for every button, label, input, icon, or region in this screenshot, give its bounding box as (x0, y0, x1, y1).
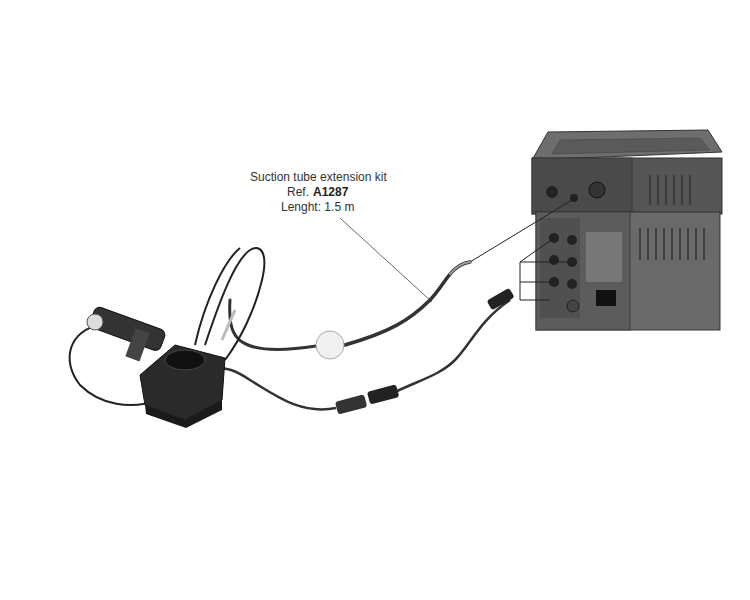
callout-label: Lenght: 1.5 m (281, 200, 354, 214)
filter-ball (316, 331, 344, 359)
connector-bracket (470, 200, 572, 300)
power-cable (215, 288, 515, 415)
callout-line: Lenght: 1.5 m (281, 200, 354, 215)
control-unit-upper (532, 130, 722, 214)
callout-label: Ref. (287, 185, 309, 199)
control-unit-lower (536, 212, 720, 330)
suction-tube (230, 262, 470, 350)
leader-line (340, 218, 432, 302)
callout-label: Suction tube extension kit (250, 170, 387, 184)
callout-line: Ref. A1287 (287, 185, 348, 200)
callout-line: Suction tube extension kit (250, 170, 387, 185)
handpiece-stand (87, 306, 225, 428)
reference-number: A1287 (313, 185, 348, 199)
